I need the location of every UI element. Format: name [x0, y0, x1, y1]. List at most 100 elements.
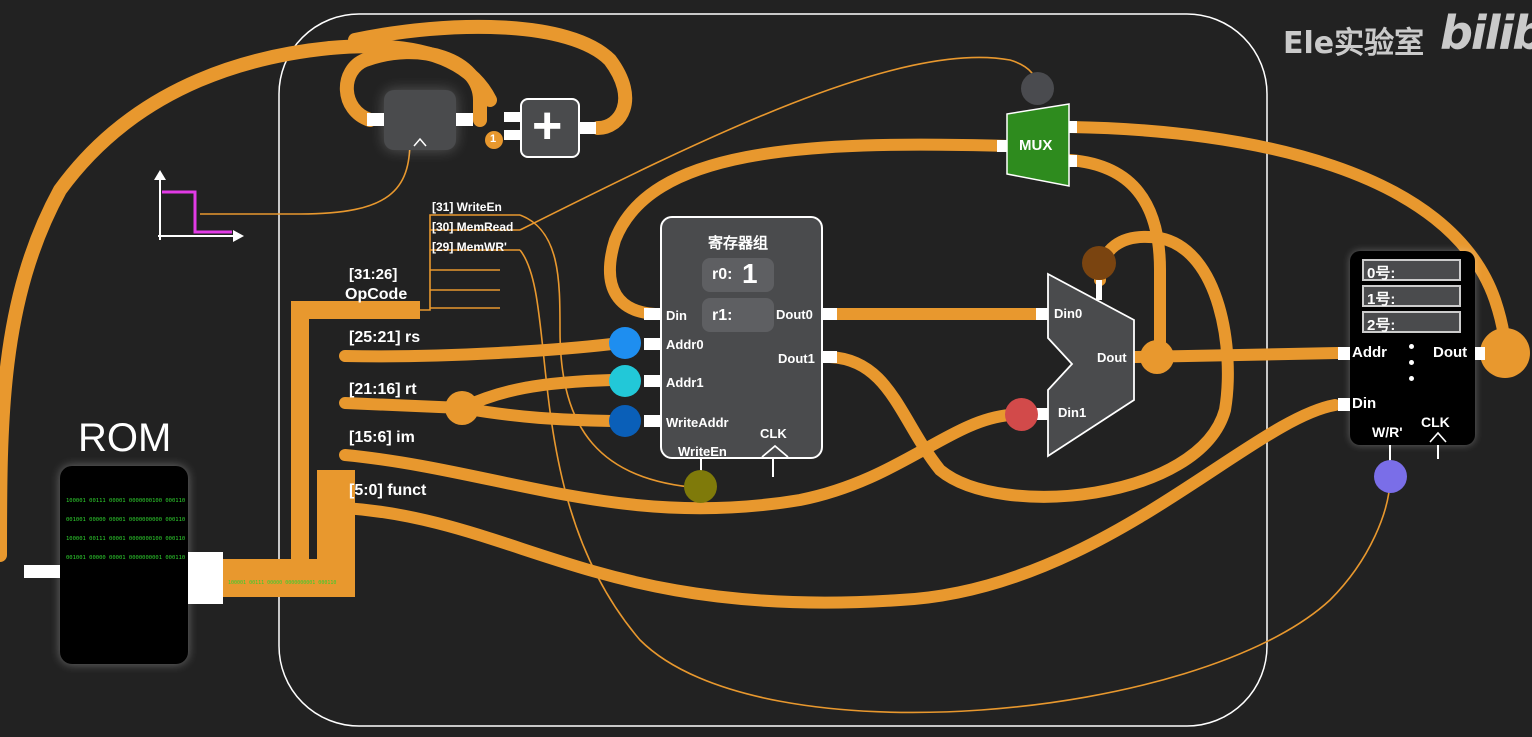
funct-wire — [339, 399, 1341, 609]
rom-input-port — [24, 565, 60, 578]
r1-label: r1: — [712, 307, 733, 324]
ram-clk-label: CLK — [1421, 414, 1450, 430]
ram-din-label: Din — [1352, 395, 1377, 412]
instruction-bus — [222, 470, 355, 597]
funct-field-label: [5:0] funct — [349, 482, 427, 499]
plus-icon: + — [532, 97, 563, 155]
ctrl-writeen-label: [31] WriteEn — [432, 200, 502, 214]
ram-slot-1-label: 1号: — [1367, 291, 1396, 308]
increment-label: 1 — [490, 133, 497, 145]
clock-wire — [200, 139, 411, 215]
regfile-writeaddr-port — [644, 415, 660, 427]
alu-loop — [1064, 154, 1166, 366]
r1-display: r1: — [702, 298, 774, 332]
ram-slot-0-label: 0号: — [1367, 265, 1396, 282]
rom-line: 001001 00000 00001 0000000000 000110 — [66, 517, 186, 523]
big-mux-din1-label: Din1 — [1058, 405, 1087, 420]
opcode-bits-label: [31:26] — [349, 266, 398, 283]
ram-block[interactable]: 0号: 1号: 2号: Addr Dout Din W/R' CLK — [1350, 251, 1475, 445]
ram-wr-label: W/R' — [1372, 424, 1403, 440]
big-mux-din0-port — [1036, 308, 1048, 320]
thin-control-wires — [200, 56, 1391, 714]
im-wire — [339, 409, 1016, 515]
big-mux-din1-port — [1036, 408, 1048, 420]
register-file[interactable]: 寄存器组 r0: 1 r1: Din Addr0 Addr1 WriteAddr… — [660, 216, 823, 459]
regfile-clock-icon — [760, 444, 790, 463]
clock-pulse-icon — [154, 170, 244, 242]
cpu-boundary — [278, 13, 1268, 727]
rom-addr-bus — [0, 41, 337, 562]
rom-contents: 100001 00111 00001 0000000100 000110 001… — [66, 492, 188, 568]
writeen-node[interactable] — [684, 470, 717, 503]
memwr-wire — [519, 249, 1391, 714]
writeaddr-port-label: WriteAddr — [666, 415, 729, 430]
ram-addr-label: Addr — [1352, 344, 1387, 361]
im-field-label: [15:6] im — [349, 429, 415, 446]
big-mux-din0-label: Din0 — [1054, 306, 1083, 321]
ram-slot-2: 2号: — [1362, 311, 1461, 334]
ram-clock-icon — [1428, 430, 1448, 448]
big-mux-select-node[interactable] — [1082, 246, 1116, 280]
regfile-writeen-pin — [700, 459, 702, 473]
regfile-addr1-port — [644, 375, 660, 387]
rs-field-label: [25:21] rs — [349, 329, 421, 346]
rt-split-node — [445, 391, 479, 425]
ram-addr-port — [1338, 347, 1350, 360]
regfile-din-wire — [604, 138, 1014, 320]
ram-dout-port — [1475, 347, 1485, 360]
writeaddr-node[interactable] — [609, 405, 641, 437]
ram-wr-node[interactable] — [1374, 460, 1407, 493]
ram-din-port — [1338, 398, 1350, 411]
pc-out-port — [456, 113, 473, 126]
ram-slot-2-label: 2号: — [1367, 317, 1396, 334]
alu-split-node — [1140, 340, 1174, 374]
adder-block[interactable]: + — [520, 97, 580, 158]
addr1-node[interactable] — [609, 365, 641, 397]
small-mux[interactable] — [1005, 102, 1071, 188]
rs-wire — [339, 338, 618, 363]
addr1-port-label: Addr1 — [666, 375, 704, 390]
ram-wr-pin — [1389, 445, 1391, 461]
adder-in-b-port — [504, 130, 520, 140]
rom-line: 100001 00111 00001 0000000100 000110 — [66, 498, 186, 504]
rt-wire — [339, 397, 468, 414]
addr0-node[interactable] — [609, 327, 641, 359]
r0-display: r0: 1 — [702, 258, 774, 292]
ram-ellipsis-dot — [1409, 344, 1414, 349]
rom-line: 100001 00111 00001 0000000100 000110 — [66, 536, 186, 542]
regfile-addr0-port — [644, 338, 660, 350]
bilibili-logo-icon: bilib — [1440, 6, 1532, 60]
big-mux-select-pin — [1096, 280, 1102, 300]
writeen-wire — [519, 214, 701, 489]
adder-return — [348, 19, 633, 135]
addr0-port-label: Addr0 — [666, 337, 704, 352]
ram-slot-1: 1号: — [1362, 285, 1461, 308]
pc-register[interactable] — [384, 90, 456, 150]
rt-field-label: [21:16] rt — [349, 381, 417, 398]
ram-slot-0: 0号: — [1362, 259, 1461, 282]
ctrl-memwr-label: [29] MemWR' — [432, 240, 507, 254]
pc-clock-icon — [412, 134, 428, 147]
big-mux[interactable] — [1046, 272, 1136, 458]
pc-feedback — [339, 45, 487, 127]
adder-in-a-port — [504, 112, 520, 122]
r0-label: r0: — [712, 266, 733, 283]
ram-ellipsis-dot — [1409, 376, 1414, 381]
opcode-bus — [291, 301, 420, 560]
r0-value: 1 — [742, 258, 758, 289]
din1-node[interactable] — [1005, 398, 1038, 431]
regfile-title: 寄存器组 — [708, 234, 769, 252]
small-mux-select-node[interactable] — [1021, 72, 1054, 105]
ram-clk-pin — [1437, 445, 1439, 459]
channel-watermark: Ele实验室 — [1283, 26, 1425, 61]
rom-block[interactable]: 100001 00111 00001 0000000100 000110 001… — [60, 466, 188, 664]
thick-buses — [0, 19, 1511, 609]
rt-writeaddr-wire — [456, 402, 618, 427]
opcode-label: OpCode — [345, 286, 408, 303]
adder-out-port — [580, 122, 596, 134]
rom-line: 001001 00000 00001 0000000001 000110 — [66, 555, 186, 561]
increment-node — [485, 131, 503, 149]
rt-addr1-wire — [456, 374, 618, 414]
ram-ellipsis-dot — [1409, 360, 1414, 365]
